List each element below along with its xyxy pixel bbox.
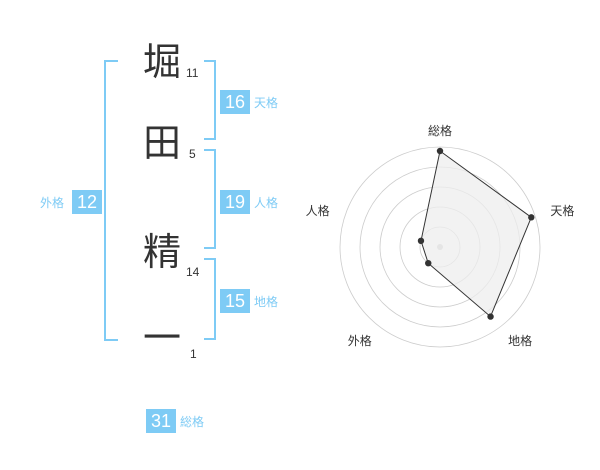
- radar-point-2: [528, 214, 535, 221]
- stroke-count-4: 1: [190, 347, 197, 361]
- name-char-3: 精: [142, 230, 181, 274]
- tenkaku-value: 16: [220, 90, 250, 114]
- radar-point-4: [425, 259, 432, 267]
- gaikaku-label: 外格: [40, 196, 65, 210]
- radar-point-5: [417, 237, 425, 245]
- tenkaku-bracket: [204, 60, 216, 140]
- gaikaku-bracket: [104, 60, 118, 341]
- stroke-count-2: 5: [189, 147, 196, 161]
- gaikaku-value: 12: [72, 190, 102, 214]
- radar-point-1: [436, 147, 444, 155]
- jinkaku-bracket: [204, 149, 216, 249]
- radar-area: [420, 150, 532, 318]
- name-char-2: 田: [142, 121, 181, 165]
- stroke-count-1: 11: [186, 66, 199, 80]
- name-char-1: 堀: [142, 40, 181, 84]
- radar-point-3: [487, 313, 494, 320]
- soukaku-label: 総格: [180, 415, 205, 429]
- stroke-count-3: 14: [186, 265, 200, 279]
- tenkaku-label: 天格: [254, 96, 279, 110]
- jinkaku-label: 人格: [254, 196, 279, 210]
- radar-axis-label-1: 総格: [428, 123, 452, 138]
- radar-axis-label-2: 天格: [550, 203, 574, 218]
- name-char-4: 一: [142, 316, 181, 360]
- radar-axis-label-4: 外格: [348, 333, 372, 348]
- chikaku-bracket: [204, 258, 216, 340]
- jinkaku-value: 19: [220, 190, 250, 214]
- chikaku-label: 地格: [254, 295, 279, 309]
- radar-axis-label-5: 人格: [306, 203, 330, 218]
- radar-axis-label-3: 地格: [508, 333, 532, 348]
- chikaku-value: 15: [220, 289, 250, 313]
- soukaku-value: 31: [146, 409, 176, 433]
- radar-ring-5: [339, 146, 541, 348]
